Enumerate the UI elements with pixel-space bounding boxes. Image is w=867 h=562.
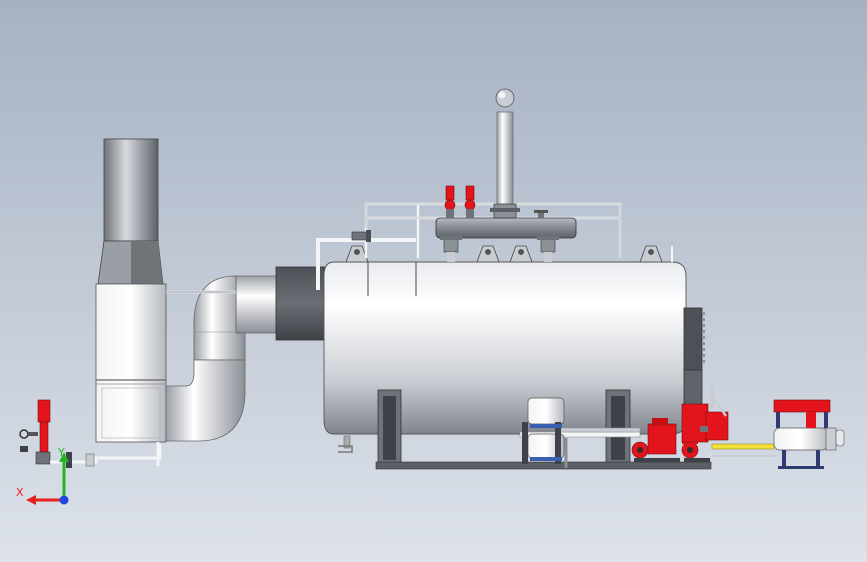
axis-y-label: Y — [57, 446, 65, 459]
axis-x-label: X — [16, 486, 24, 499]
feedwater-piping[interactable] — [519, 427, 641, 468]
boiler-saddle-supports — [377, 389, 631, 465]
exhaust-stack[interactable] — [95, 138, 167, 443]
orientation-triad: X Y — [16, 446, 69, 505]
feed-check-valve[interactable] — [351, 230, 371, 242]
boiler-front-door[interactable] — [683, 307, 705, 407]
safety-valves[interactable] — [444, 185, 476, 218]
inlet-valves[interactable] — [66, 452, 95, 468]
lifting-lugs — [345, 245, 663, 263]
water-pump-station[interactable] — [19, 399, 51, 465]
water-treatment-unit[interactable] — [522, 397, 565, 464]
return-water-line[interactable] — [50, 444, 162, 464]
main-steam-riser[interactable] — [490, 88, 520, 219]
base-skid — [375, 461, 712, 470]
boiler-shell[interactable] — [323, 261, 687, 453]
fuel-oil-heater[interactable] — [773, 399, 845, 469]
fuel-line[interactable] — [711, 443, 775, 450]
feed-pump-1[interactable] — [631, 418, 680, 462]
burner[interactable] — [681, 386, 729, 443]
steam-header[interactable] — [435, 210, 577, 262]
